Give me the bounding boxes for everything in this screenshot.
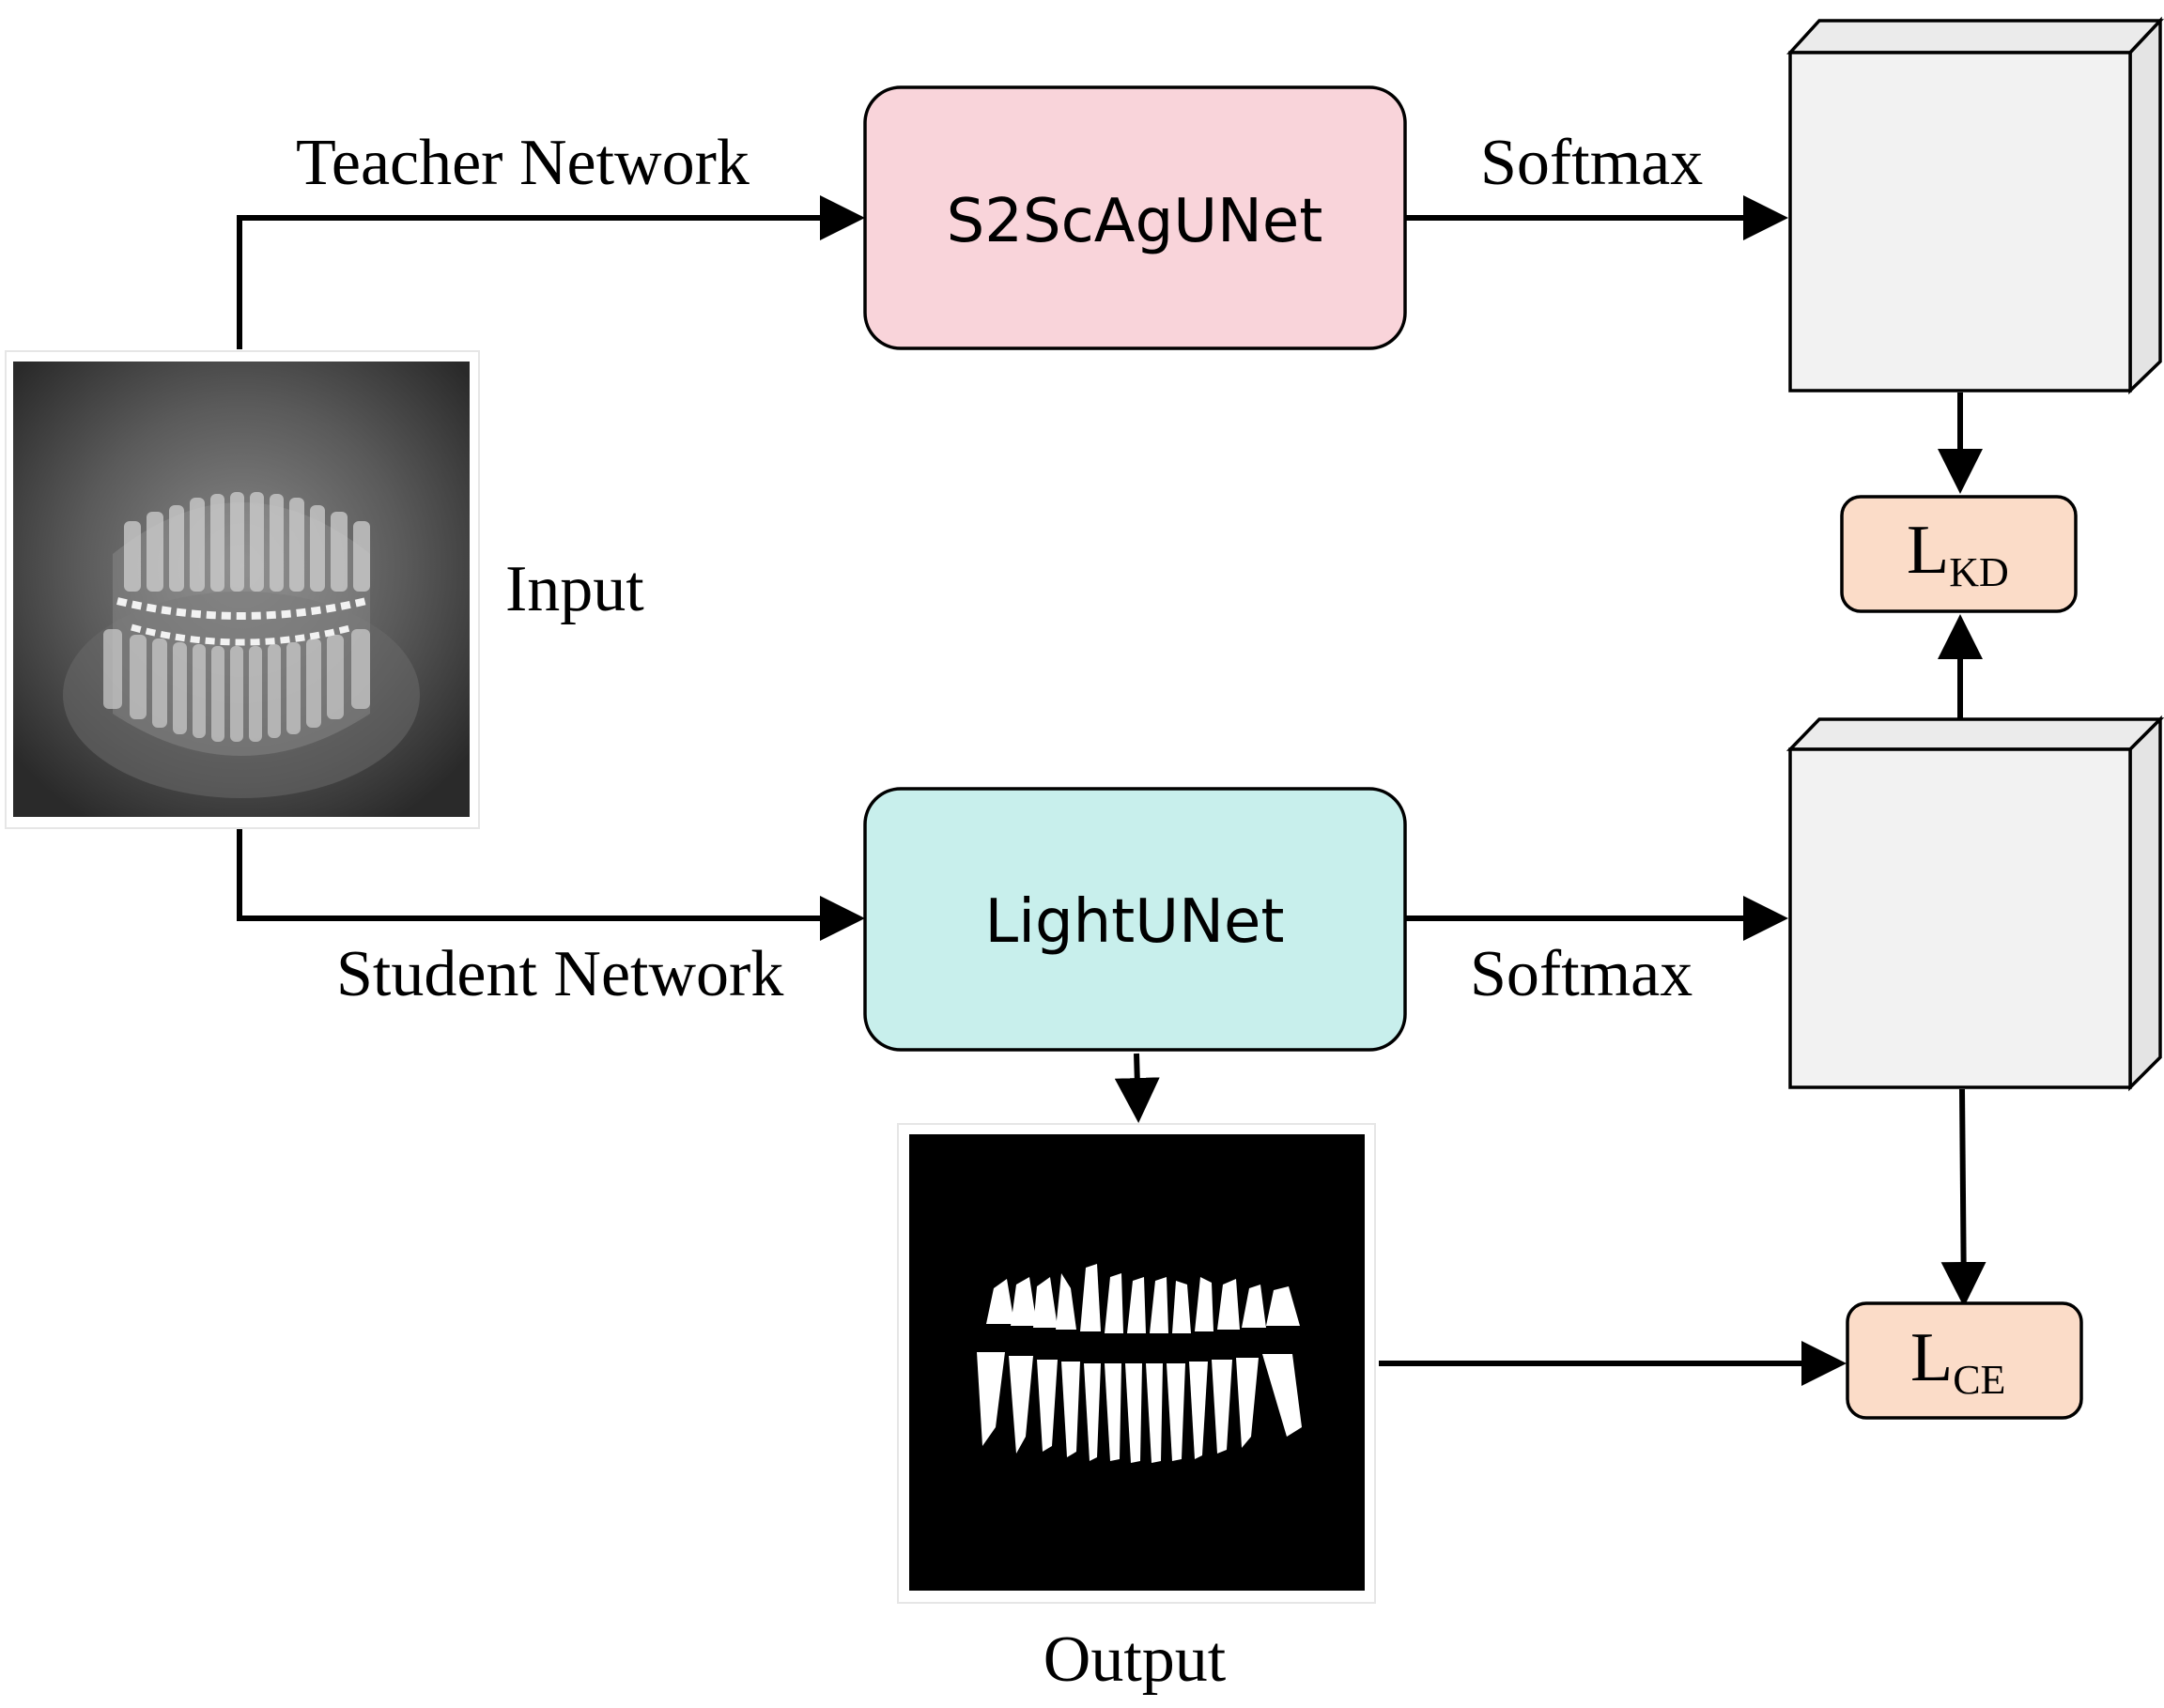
- student-prob-map-side: [2128, 715, 2162, 1092]
- teacher-model-label: S2ScAgUNet: [947, 187, 1323, 256]
- student-model-box: [863, 787, 1407, 1052]
- student-model-node: LightUNet: [863, 787, 1407, 1052]
- input-image: [5, 350, 480, 829]
- loss-kd-node: LKD: [1840, 495, 2078, 613]
- student-model-label: LightUNet: [985, 887, 1285, 957]
- loss-ce-box: [1846, 1301, 2083, 1420]
- softmax-label-top: Softmax: [1480, 127, 1703, 199]
- loss-ce-main: L: [1910, 1319, 1953, 1396]
- loss-ce-node: LCE: [1846, 1301, 2083, 1420]
- student-network-label: Student Network: [336, 938, 783, 1010]
- teacher-model-box: [863, 85, 1407, 350]
- teacher-network-label: Teacher Network: [296, 127, 750, 199]
- teacher-prob-map-face: [1788, 51, 2132, 392]
- softmax-label-bottom: Softmax: [1470, 938, 1693, 1010]
- teacher-prob-map-side: [2128, 16, 2162, 395]
- input-label: Input: [505, 553, 644, 625]
- output-label: Output: [1043, 1623, 1227, 1696]
- svg-text:LKD: LKD: [1907, 512, 2009, 595]
- student-prob-map: [1785, 715, 2164, 1092]
- loss-kd-sub: KD: [1949, 549, 2009, 595]
- edge-student-map-to-lce: [1940, 1088, 1986, 1307]
- loss-ce-sub: CE: [1953, 1357, 2005, 1403]
- edge-input-to-teacher: [237, 195, 865, 349]
- edge-student-to-output: [1114, 1053, 1160, 1123]
- teacher-prob-map-top: [1786, 19, 2164, 54]
- teacher-prob-map: [1786, 16, 2164, 395]
- loss-kd-box: [1840, 495, 2078, 613]
- student-prob-map-face: [1788, 747, 2132, 1089]
- output-image: [897, 1123, 1376, 1604]
- svg-text:LCE: LCE: [1910, 1319, 2005, 1403]
- student-prob-map-top: [1785, 717, 2164, 751]
- teacher-model-node: S2ScAgUNet: [863, 85, 1407, 350]
- loss-kd-main: L: [1907, 512, 1949, 589]
- edge-input-to-student: [237, 828, 865, 941]
